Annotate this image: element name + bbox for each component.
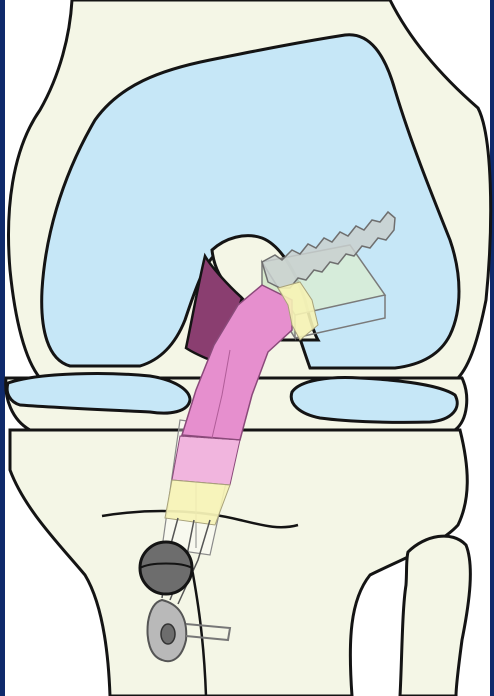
medial-meniscus (7, 374, 190, 414)
graft-tibial-pink (172, 436, 240, 485)
fixation-button (140, 542, 192, 594)
